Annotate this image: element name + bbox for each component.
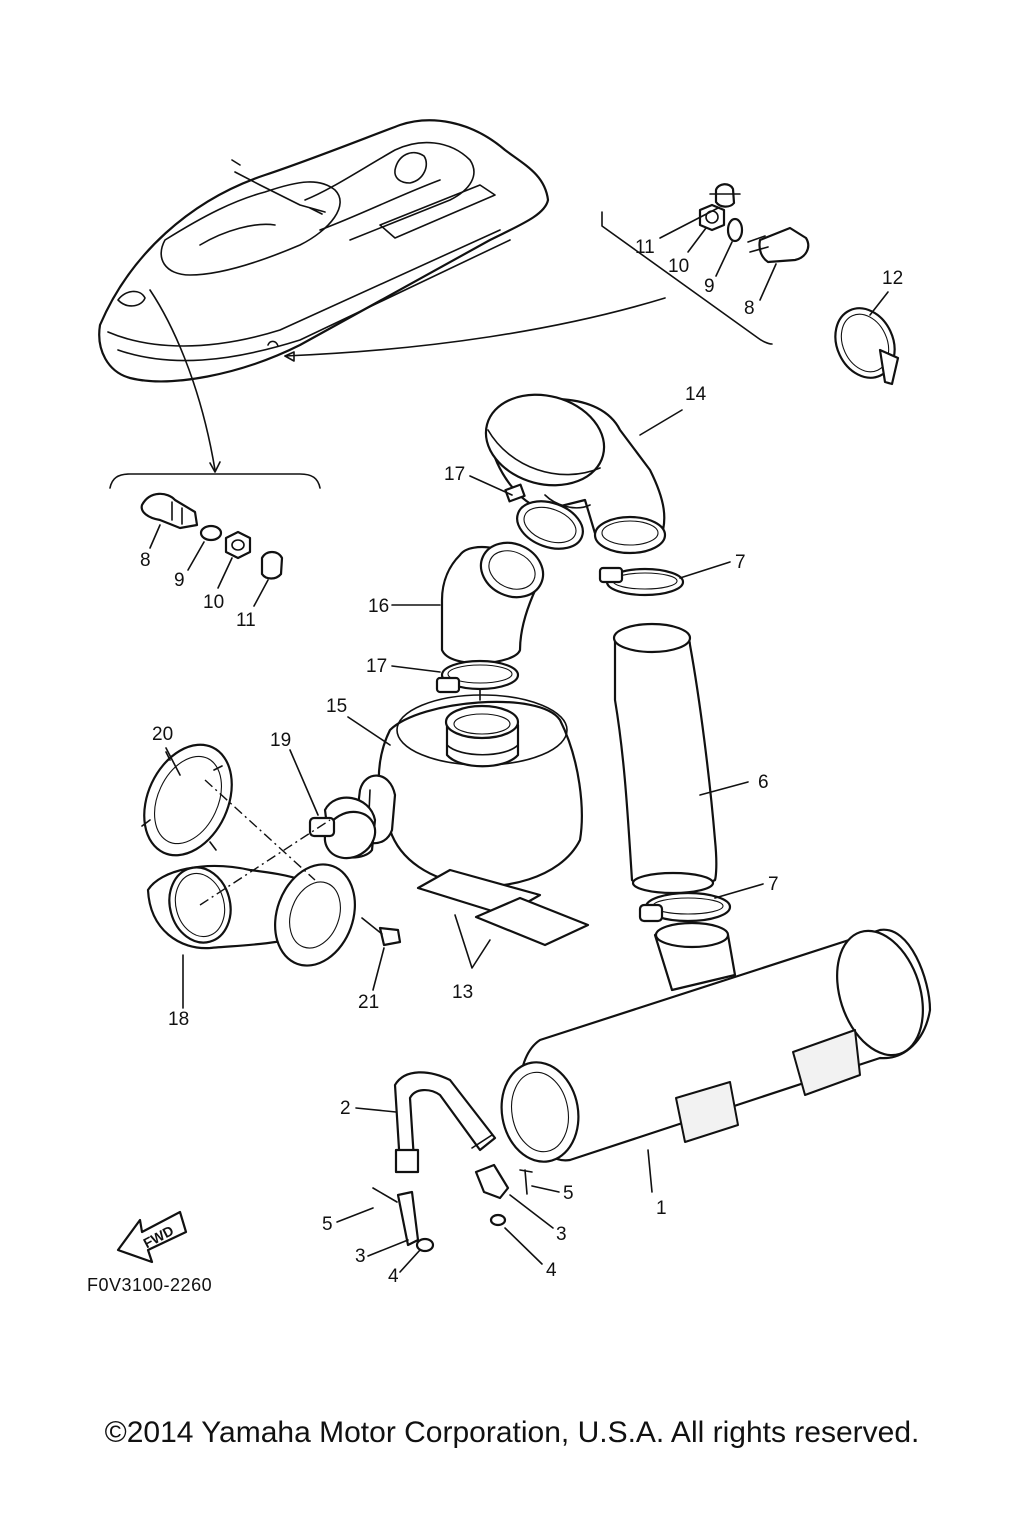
callout-c12: 12 bbox=[882, 268, 903, 289]
leader-line-c4b bbox=[504, 1227, 543, 1265]
callout-c15: 15 bbox=[326, 696, 347, 717]
clamp-19 bbox=[308, 796, 377, 860]
leader-line-c5a bbox=[336, 1207, 374, 1223]
callout-c13: 13 bbox=[452, 982, 473, 1003]
watercraft-illustration bbox=[98, 119, 550, 473]
callout-c17a: 17 bbox=[444, 464, 465, 485]
leader-line-c8b bbox=[149, 524, 161, 549]
callout-c18: 18 bbox=[168, 1009, 189, 1030]
leader-line-c20 bbox=[165, 747, 181, 776]
forward-direction-arrow: FWD bbox=[116, 1210, 188, 1264]
clamp-7-lower bbox=[638, 891, 732, 923]
callout-c5b: 5 bbox=[563, 1183, 574, 1204]
leader-line-c8a bbox=[759, 263, 777, 301]
callout-c4b: 4 bbox=[546, 1260, 557, 1281]
hardware-group-left bbox=[140, 492, 284, 580]
leader-line-c10a bbox=[687, 227, 707, 253]
callout-c11a: 11 bbox=[635, 237, 655, 258]
callout-c9b: 9 bbox=[174, 570, 185, 591]
intake-duct-18 bbox=[146, 779, 356, 967]
leader-line-c7a bbox=[679, 561, 731, 579]
leader-line-c1 bbox=[647, 1149, 653, 1193]
callout-c17b: 17 bbox=[366, 656, 387, 677]
copyright-notice: ©2014 Yamaha Motor Corporation, U.S.A. A… bbox=[104, 1416, 920, 1449]
leader-line-c21 bbox=[372, 947, 385, 991]
callout-leader-lines bbox=[149, 207, 889, 1273]
leader-line-c5b bbox=[531, 1185, 560, 1193]
leader-line-c6 bbox=[699, 781, 749, 796]
leader-line-c11a bbox=[659, 207, 719, 239]
leader-line-c11b bbox=[253, 579, 269, 607]
leader-line-c4a bbox=[399, 1249, 421, 1273]
elbow-hose-14 bbox=[484, 393, 667, 555]
leader-line-c19 bbox=[289, 749, 319, 816]
reference-code: F0V3100-2260 bbox=[87, 1275, 213, 1295]
callout-c6: 6 bbox=[758, 772, 769, 793]
bracket-lines bbox=[109, 211, 773, 489]
callout-c9a: 9 bbox=[704, 276, 715, 297]
bolt-21 bbox=[361, 917, 402, 947]
callout-c10b: 10 bbox=[203, 592, 224, 613]
clamp-7-upper bbox=[598, 566, 685, 597]
strap-2 bbox=[393, 1071, 497, 1174]
callout-c5a: 5 bbox=[322, 1214, 333, 1235]
callout-c20: 20 bbox=[152, 724, 173, 745]
elbow-hose-16 bbox=[440, 541, 545, 665]
leader-line-c3b bbox=[509, 1194, 554, 1229]
leader-line-c2 bbox=[355, 1107, 397, 1113]
callout-c3a: 3 bbox=[355, 1246, 366, 1267]
leader-line-c9b bbox=[187, 541, 205, 571]
callout-c2: 2 bbox=[340, 1098, 351, 1119]
hose-6 bbox=[612, 622, 718, 895]
leader-line-c12 bbox=[869, 291, 889, 316]
hardware-group-right bbox=[698, 183, 810, 264]
callout-c21: 21 bbox=[358, 992, 379, 1013]
clamp-17-upper bbox=[504, 483, 584, 550]
hose-clamp-12 bbox=[834, 307, 900, 386]
callout-c4a: 4 bbox=[388, 1266, 399, 1287]
callout-c16: 16 bbox=[368, 596, 389, 617]
callout-c10a: 10 bbox=[668, 256, 689, 277]
callout-c8b: 8 bbox=[140, 550, 151, 571]
ring-flange-20 bbox=[141, 743, 233, 857]
callout-c7b: 7 bbox=[768, 874, 779, 895]
callout-c14: 14 bbox=[685, 384, 707, 405]
clamp-17-lower bbox=[435, 659, 520, 713]
leader-line-c9a bbox=[715, 241, 733, 277]
callout-c7a: 7 bbox=[735, 552, 746, 573]
callout-c19: 19 bbox=[270, 730, 291, 751]
leader-line-c17a bbox=[469, 475, 513, 496]
callout-c1: 1 bbox=[656, 1198, 667, 1219]
callout-c3b: 3 bbox=[556, 1224, 567, 1245]
leader-line-c15 bbox=[347, 716, 391, 746]
leader-line-c14 bbox=[639, 409, 683, 436]
pads-13 bbox=[416, 868, 590, 969]
resonator-15 bbox=[353, 694, 583, 888]
bracket-hardware bbox=[372, 1163, 533, 1253]
leader-line-c10b bbox=[217, 557, 233, 589]
callout-c11b: 11 bbox=[236, 610, 256, 631]
leader-line-c7b bbox=[714, 883, 764, 899]
callout-c8a: 8 bbox=[744, 298, 755, 319]
leader-line-c17b bbox=[391, 665, 441, 673]
muffler-1 bbox=[500, 921, 932, 1163]
leader-line-c3a bbox=[367, 1239, 409, 1257]
